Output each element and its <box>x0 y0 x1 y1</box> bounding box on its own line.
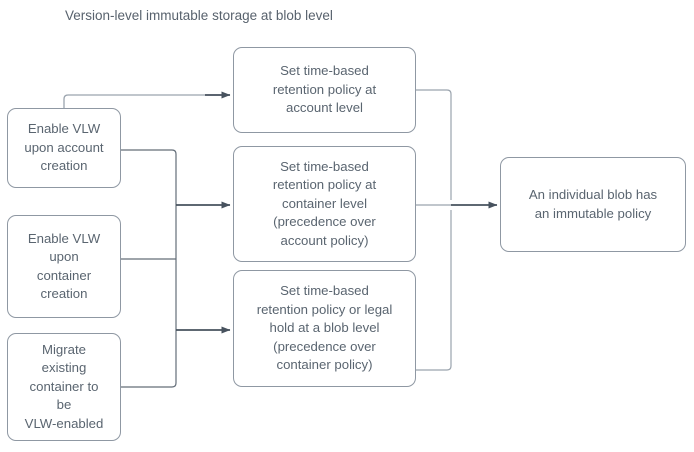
node-retention-policy-account-level-label: Set time-based retention policy at accou… <box>272 63 377 116</box>
node-retention-policy-blob-level[interactable]: Set time-based retention policy or legal… <box>233 270 416 387</box>
node-enable-vlw-upon-container-creation[interactable]: Enable VLW upon container creation <box>7 215 121 318</box>
edge-left-bus <box>121 149 177 388</box>
node-migrate-existing-container[interactable]: Migrate existing container to be VLW-ena… <box>7 333 121 441</box>
node-enable-vlw-upon-container-creation-label: Enable VLW upon container creation <box>27 230 101 302</box>
node-enable-vlw-upon-account-creation-label: Enable VLW upon account creation <box>24 121 104 174</box>
node-retention-policy-container-level-label: Set time-based retention policy at conta… <box>272 158 377 248</box>
edge-enable-account-to-policy-account <box>63 91 231 108</box>
edge-right-bus <box>416 89 452 371</box>
node-retention-policy-container-level[interactable]: Set time-based retention policy at conta… <box>233 146 416 262</box>
node-retention-policy-account-level[interactable]: Set time-based retention policy at accou… <box>233 47 416 133</box>
diagram-title: Version-level immutable storage at blob … <box>65 8 333 23</box>
node-individual-blob-immutable-policy-label: An individual blob has an immutable poli… <box>528 187 658 221</box>
node-retention-policy-blob-level-label: Set time-based retention policy or legal… <box>256 283 393 373</box>
node-migrate-existing-container-label: Migrate existing container to be VLW-ena… <box>24 341 104 431</box>
node-individual-blob-immutable-policy[interactable]: An individual blob has an immutable poli… <box>500 157 686 252</box>
node-enable-vlw-upon-account-creation[interactable]: Enable VLW upon account creation <box>7 108 121 188</box>
